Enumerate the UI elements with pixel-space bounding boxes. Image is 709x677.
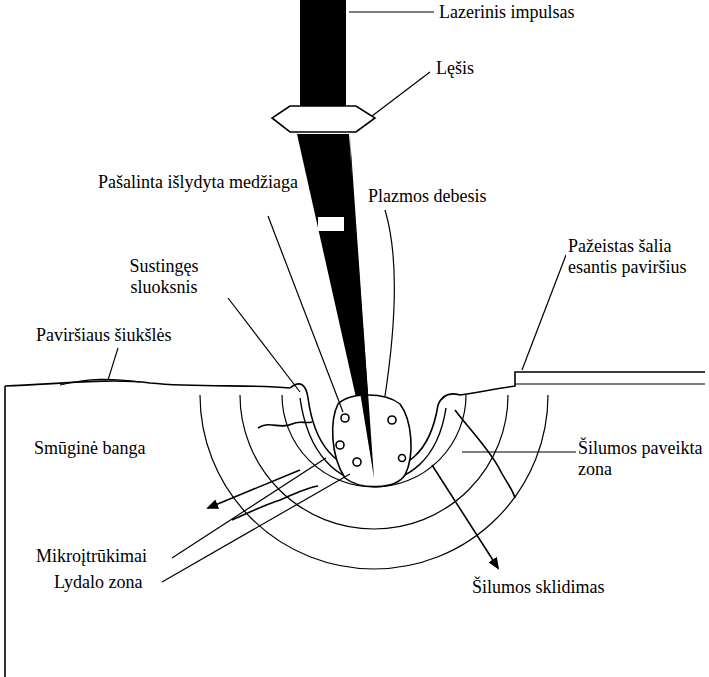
particle — [388, 416, 396, 424]
leader-line — [462, 451, 579, 452]
part-label: Šilumos paveikta zona — [576, 438, 705, 480]
leader-line — [228, 298, 300, 392]
particle — [341, 414, 349, 422]
microcrack — [455, 410, 515, 498]
lens — [272, 106, 375, 132]
particle — [399, 455, 406, 462]
particle — [336, 441, 344, 449]
leader-line — [108, 348, 118, 380]
shock-wave — [200, 395, 548, 569]
part-label: Lęšis — [434, 58, 476, 79]
part-label: Plazmos debesis — [366, 186, 489, 207]
heat-arrow — [432, 465, 498, 568]
part-label: Mikroįtrūkimai — [34, 546, 149, 567]
melt-zone — [282, 395, 466, 487]
part-label: Smūginė banga — [32, 438, 147, 459]
leader-line — [385, 210, 394, 396]
plasma-cloud — [333, 395, 411, 487]
pulse-gap — [318, 217, 344, 231]
leader-line — [268, 216, 343, 412]
surface — [5, 381, 290, 388]
shock-arrow — [208, 470, 300, 508]
heat-affected-zone — [240, 395, 508, 529]
part-label: Pažeistas šalia esantis paviršius — [566, 236, 705, 278]
particle — [353, 458, 361, 466]
leader-line — [172, 458, 326, 558]
part-label: Sustingęs sluoksnis — [92, 256, 236, 298]
leader-line — [349, 11, 434, 12]
part-label: Lazerinis impulsas — [437, 2, 576, 23]
part-label: Pašalinta išlydyta medžiaga — [96, 172, 300, 193]
part-label: Šilumos sklidimas — [470, 577, 607, 598]
workpiece-edge — [4, 386, 6, 677]
damaged-layer — [515, 383, 705, 384]
microcrack — [258, 422, 312, 428]
laser-beam — [300, 0, 346, 106]
leader-line — [162, 474, 350, 582]
part-label: Paviršiaus šiukšlės — [34, 325, 174, 346]
leader-line — [522, 255, 566, 370]
part-label: Lydalo zona — [52, 572, 144, 593]
leader-line — [372, 72, 430, 116]
surface-debris — [60, 379, 140, 385]
damaged-surface — [460, 372, 705, 395]
